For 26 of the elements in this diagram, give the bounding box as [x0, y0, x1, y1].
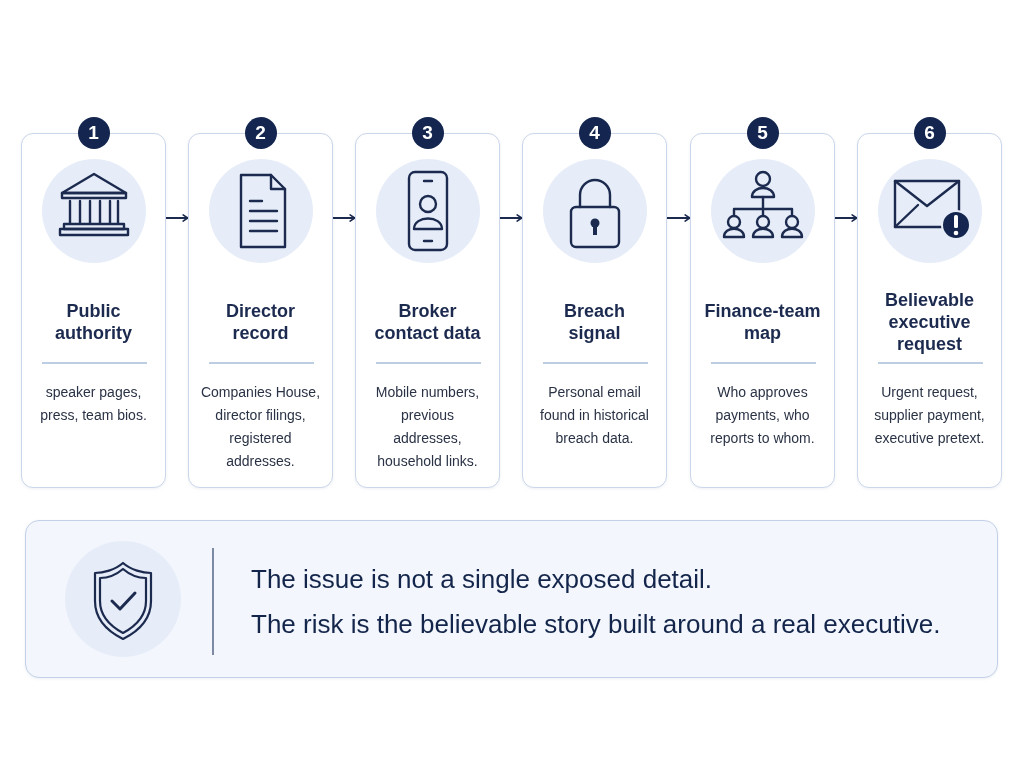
step-description: Companies House, director filings, registered addresses.	[200, 383, 321, 471]
step-number: 6	[913, 117, 946, 149]
step-title: Finance-team map	[703, 300, 822, 344]
summary-panel	[25, 520, 998, 678]
arrow	[833, 214, 859, 222]
step-title: Breach signal	[563, 300, 626, 344]
step-number: 3	[411, 117, 444, 149]
arrow	[665, 214, 692, 222]
step-description: Urgent request, supplier payment, executive pretext.	[873, 383, 986, 448]
arrow	[498, 214, 524, 222]
step-title: Public authority	[54, 300, 133, 344]
summary-text: The issue is not a single exposed detail.	[251, 563, 714, 596]
step-number: 1	[77, 117, 110, 149]
step-description: Personal email found in historical breach data.	[539, 383, 650, 448]
step-title: Believable executive request	[883, 289, 976, 355]
step-number: 2	[244, 117, 277, 149]
step-number: 5	[746, 117, 779, 149]
step-description: speaker pages, press, team bios.	[39, 383, 148, 425]
arrow	[331, 214, 357, 222]
summary-text: The risk is the believable story built around a real executive.	[251, 608, 942, 641]
step-description: Mobile numbers, previous addresses, household links.	[374, 383, 481, 471]
arrow	[164, 214, 190, 222]
step-description: Who approves payments, who reports to whom.	[709, 383, 816, 448]
step-number: 4	[578, 117, 611, 149]
step-title: Director record	[225, 300, 296, 344]
step-title: Broker contact data	[373, 300, 482, 344]
